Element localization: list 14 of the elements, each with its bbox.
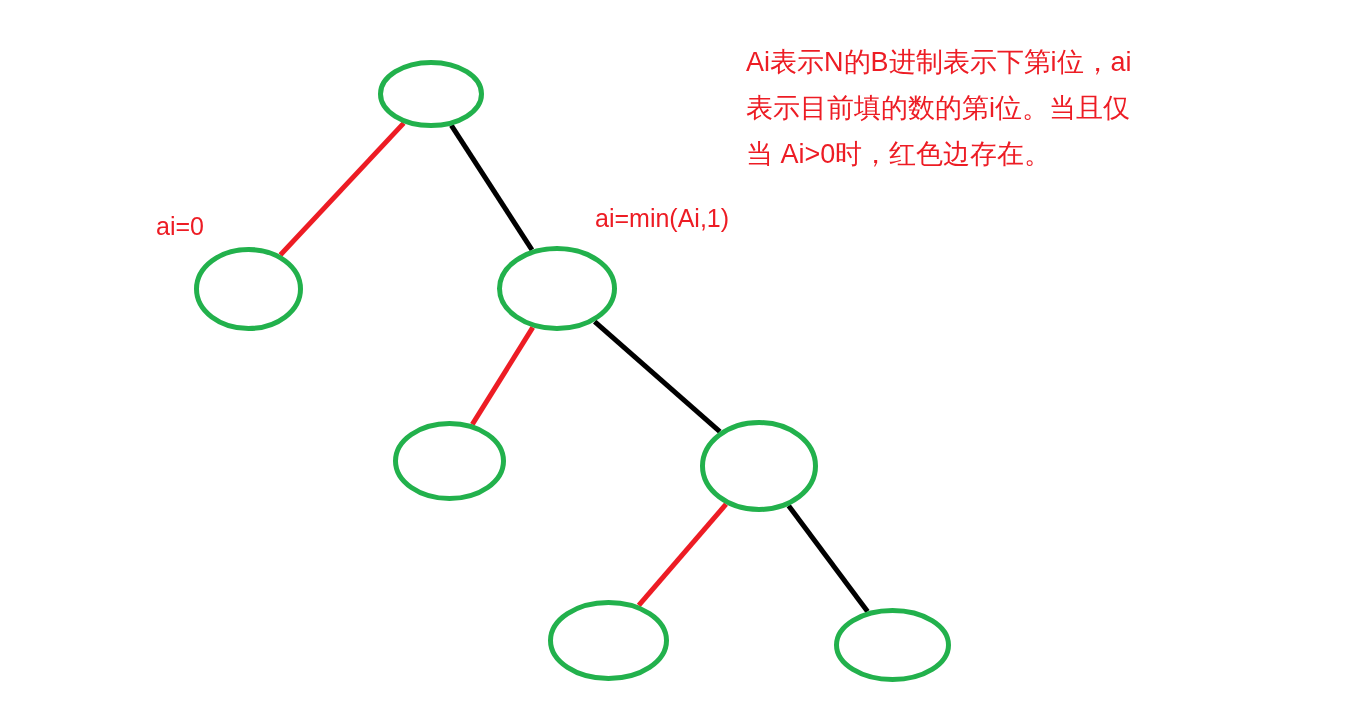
note-text: Ai表示N的B进制表示下第i位，ai表示目前填的数的第i位。当且仅当 Ai>0时，红色边存在。 <box>746 46 1133 171</box>
ellipse-node <box>393 421 506 501</box>
edge-line <box>636 502 728 608</box>
edge-line <box>593 319 722 434</box>
ellipse-node <box>700 420 818 512</box>
edge-line <box>449 124 535 252</box>
ellipse-node <box>548 600 669 681</box>
ellipse-node <box>378 60 484 128</box>
ellipse-node <box>497 246 617 331</box>
edge-line <box>278 121 406 257</box>
edge-line <box>786 504 870 614</box>
ellipse-node <box>194 247 303 331</box>
ellipse-node <box>834 608 951 682</box>
edge-line <box>470 326 535 426</box>
